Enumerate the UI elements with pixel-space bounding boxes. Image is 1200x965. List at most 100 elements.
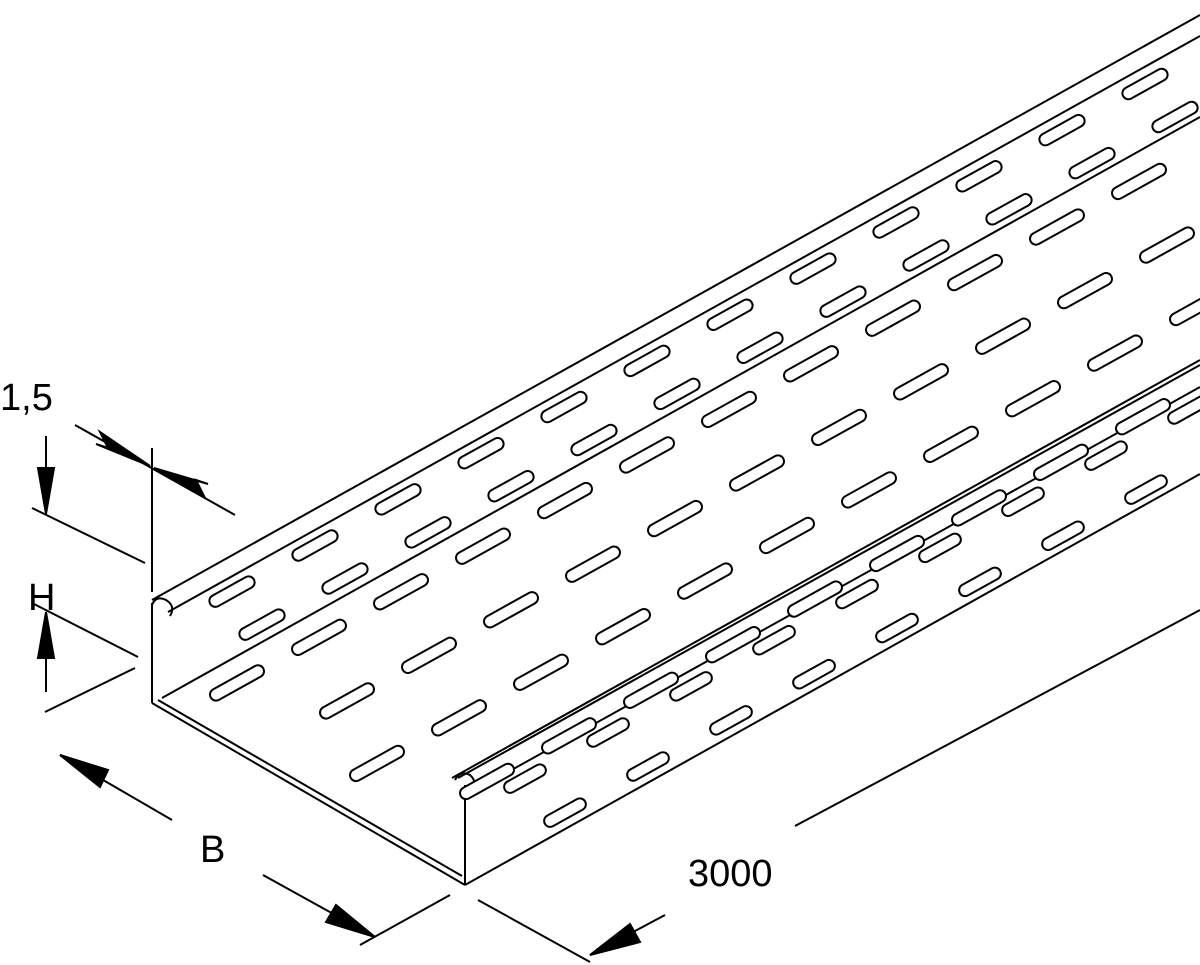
- floor-slot: [1087, 334, 1143, 372]
- wall-slot: [1151, 100, 1199, 134]
- wall-slot: [955, 160, 1003, 193]
- wall-slot: [958, 566, 1002, 598]
- wall-slot: [404, 516, 452, 549]
- floor-slot: [705, 626, 761, 664]
- wall-slot: [586, 717, 630, 748]
- left-wall-top-edge: [151, 14, 1200, 601]
- wall-slot: [835, 578, 879, 610]
- floor-slot: [401, 636, 457, 675]
- wall-slot: [1068, 146, 1116, 180]
- length-dimension-line: [794, 609, 1200, 827]
- wall-slot: [238, 608, 286, 641]
- height-arrow-up: [36, 611, 56, 659]
- floor-slot: [1029, 208, 1085, 246]
- height-label: H: [28, 577, 55, 619]
- floor-slot: [483, 591, 539, 629]
- wall-slot: [706, 298, 754, 331]
- floor-slot: [811, 408, 867, 447]
- wall-slot: [918, 532, 962, 564]
- floor-slot: [595, 608, 651, 646]
- length-arrow: [589, 922, 642, 956]
- floor-slot: [759, 516, 815, 555]
- floor-slot: [619, 436, 675, 474]
- floor-slot: [1033, 443, 1089, 481]
- floor-slot: [1111, 162, 1167, 201]
- left-wall-lip-inner: [167, 35, 1200, 613]
- floor-slot: [565, 545, 621, 583]
- perforation-slots: [208, 67, 1200, 828]
- wall-slot: [669, 671, 713, 702]
- floor-slot: [291, 618, 347, 657]
- wall-slot: [623, 344, 671, 378]
- floor-slot: [729, 454, 785, 492]
- wall-slot: [985, 193, 1033, 226]
- floor-slot: [431, 699, 487, 737]
- wall-slot: [653, 377, 701, 411]
- floor-slot: [349, 744, 405, 783]
- wall-slot: [792, 658, 836, 690]
- wall-slot: [1038, 113, 1086, 147]
- height-arrow-down: [36, 467, 56, 515]
- wall-slot: [819, 285, 867, 318]
- wall-slot: [321, 562, 369, 595]
- thickness-arrow-left: [95, 429, 151, 467]
- wall-slot: [291, 529, 339, 562]
- length-label: 3000: [688, 853, 773, 895]
- floor-slot: [923, 425, 979, 463]
- wall-slot: [1124, 474, 1168, 505]
- wall-slot: [902, 239, 950, 272]
- floor-slot: [1139, 226, 1195, 264]
- wall-slot: [543, 797, 587, 828]
- floor-slot: [459, 762, 515, 801]
- floor-slot: [209, 664, 265, 702]
- floor-slot: [623, 671, 679, 709]
- wall-slot: [457, 436, 505, 470]
- wall-slot: [570, 423, 618, 457]
- floor-slot: [869, 534, 925, 573]
- width-arrow-right: [324, 903, 376, 938]
- floor-slot: [947, 253, 1003, 292]
- wall-slot: [1121, 67, 1169, 101]
- floor-slot: [865, 299, 921, 337]
- thickness-dimension-line: [74, 424, 236, 516]
- wall-slot: [626, 751, 670, 782]
- wall-slot: [709, 705, 753, 736]
- right-wall-floor-crease: [451, 359, 1200, 779]
- floor-slot: [1169, 288, 1200, 327]
- width-arrow-left: [59, 754, 110, 789]
- floor-slot: [893, 363, 949, 401]
- length-extension: [477, 899, 591, 963]
- floor-slot: [513, 653, 569, 691]
- right-wall-top-edge: [457, 364, 1200, 779]
- wall-slot: [374, 483, 422, 516]
- floor-slot: [677, 562, 733, 600]
- floor-slot: [841, 471, 897, 509]
- floor-slot: [455, 527, 511, 565]
- wall-slot: [487, 469, 535, 503]
- floor-slot: [537, 481, 593, 520]
- wall-slot: [736, 331, 784, 364]
- floor-slot: [373, 573, 429, 611]
- width-label: B: [200, 829, 225, 871]
- left-wall-floor-crease: [161, 116, 1200, 699]
- height-extension-bottom: [31, 602, 139, 658]
- wall-slot: [875, 612, 919, 644]
- floor-slot: [975, 317, 1031, 355]
- wall-slot: [872, 206, 920, 239]
- floor-slot: [647, 499, 703, 538]
- left-lip-curl: [151, 597, 174, 617]
- wall-slot: [752, 624, 796, 656]
- height-extension-top: [31, 507, 146, 564]
- floor-slot: [1057, 271, 1113, 310]
- wall-slot: [540, 390, 588, 424]
- floor-slot: [787, 580, 843, 618]
- wall-slot: [789, 252, 837, 285]
- floor-front-inner: [157, 699, 463, 877]
- floor-slot: [1005, 380, 1061, 418]
- wall-slot: [208, 575, 256, 608]
- thickness-label: 1,5: [0, 377, 53, 419]
- floor-slot: [701, 390, 757, 429]
- floor-slot: [783, 345, 839, 383]
